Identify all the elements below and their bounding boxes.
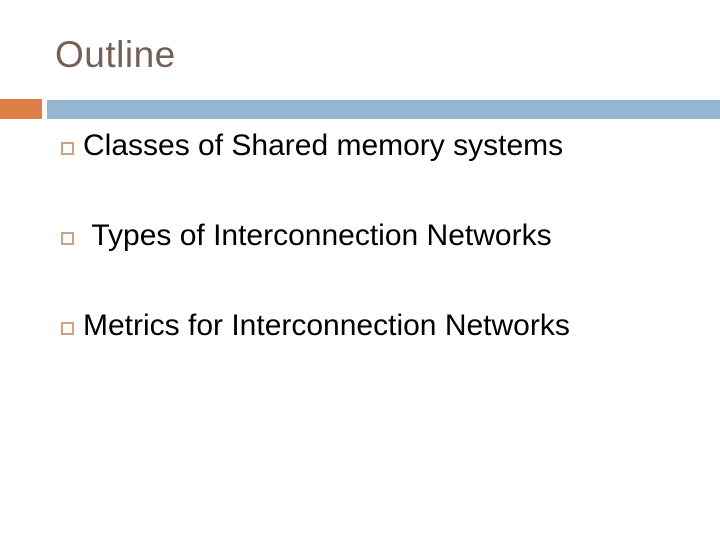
list-item: Metrics for Interconnection Networks xyxy=(59,309,699,342)
square-bullet-icon xyxy=(61,322,74,335)
accent-bar-blue xyxy=(47,100,720,119)
slide-title: Outline xyxy=(55,34,176,75)
accent-bar-orange xyxy=(0,99,42,119)
bullet-list: Classes of Shared memory systems Types o… xyxy=(59,129,699,399)
bullet-text: Metrics for Interconnection Networks xyxy=(83,309,570,342)
list-item: Classes of Shared memory systems xyxy=(59,129,699,162)
square-bullet-icon xyxy=(61,142,74,155)
bullet-text: Types of Interconnection Networks xyxy=(83,219,552,252)
square-bullet-icon xyxy=(61,232,74,245)
bullet-text: Classes of Shared memory systems xyxy=(83,129,564,162)
list-item: Types of Interconnection Networks xyxy=(59,219,699,252)
